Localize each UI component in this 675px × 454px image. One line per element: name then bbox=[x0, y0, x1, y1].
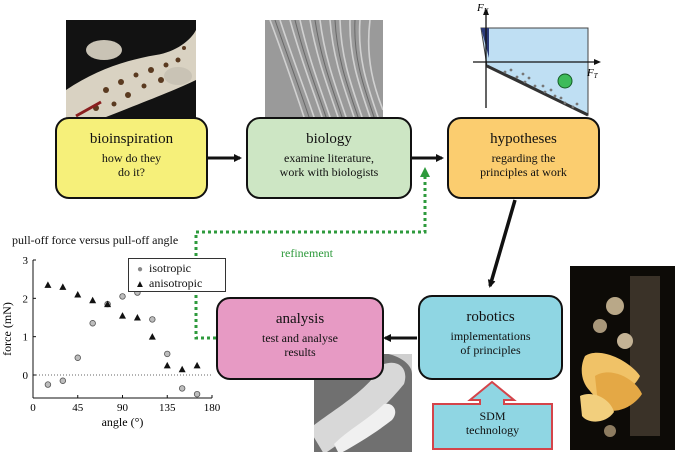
isotropic-point bbox=[59, 377, 67, 384]
arrow-hypotheses-to-robotics bbox=[487, 199, 517, 288]
anisotropic-point bbox=[59, 283, 67, 290]
x-tick-label: 0 bbox=[30, 402, 36, 414]
x-tick-label: 180 bbox=[204, 402, 221, 414]
robot-photo bbox=[570, 266, 675, 450]
anisotropic-point bbox=[163, 361, 171, 369]
refinement-label: refinement bbox=[281, 246, 333, 260]
robotics-title: robotics bbox=[466, 309, 515, 325]
biology-box: biology examine literature, work with bi… bbox=[246, 117, 412, 199]
analysis-title: analysis bbox=[275, 311, 325, 327]
sdm-line2: technology bbox=[465, 423, 520, 437]
x-tick-label: 90 bbox=[117, 402, 129, 414]
sdm-line1: SDM bbox=[479, 409, 506, 423]
bioinspiration-title: bioinspiration bbox=[89, 131, 174, 147]
sdm-block-arrow bbox=[432, 380, 553, 450]
sdm-label: SDM technology bbox=[433, 409, 552, 437]
force-wedge bbox=[481, 28, 489, 58]
isotropic-point bbox=[74, 354, 81, 361]
svg-text:FN: FN bbox=[476, 2, 489, 15]
anisotropic-point bbox=[119, 312, 126, 319]
hypotheses-line1: regarding the bbox=[491, 151, 556, 165]
biology-title: biology bbox=[306, 131, 352, 147]
robotics-line2: of principles bbox=[460, 343, 521, 357]
isotropic-point bbox=[119, 293, 126, 300]
bioinspiration-box: bioinspiration how do they do it? bbox=[55, 117, 208, 199]
anisotropic-point bbox=[148, 333, 156, 340]
isotropic-point bbox=[164, 350, 171, 358]
svg-text:FT: FT bbox=[586, 67, 599, 80]
setae-sem-image bbox=[265, 20, 383, 120]
analysis-line2: results bbox=[284, 345, 316, 359]
analysis-box: analysis test and analyse results bbox=[216, 297, 384, 380]
legend-anisotropic-label: anisotropic bbox=[149, 276, 203, 290]
anisotropic-point bbox=[44, 281, 52, 288]
x-tick-label: 45 bbox=[72, 402, 84, 414]
isotropic-point bbox=[193, 390, 201, 398]
biology-line2: work with biologists bbox=[279, 165, 379, 179]
force-point bbox=[557, 73, 573, 89]
isotropic-marker-icon: ● bbox=[136, 264, 144, 275]
isotropic-point bbox=[149, 316, 156, 323]
anisotropic-point bbox=[104, 300, 112, 308]
isotropic-point bbox=[89, 320, 96, 327]
anisotropic-point bbox=[178, 365, 186, 373]
gecko-photo bbox=[66, 20, 196, 121]
force-boundary bbox=[486, 64, 589, 117]
refinement-arrow bbox=[194, 167, 430, 340]
chart-legend: ● isotropic ▲ anisotropic bbox=[128, 258, 226, 292]
anisotropic-point bbox=[193, 361, 201, 369]
analysis-line1: test and analyse bbox=[262, 331, 338, 345]
isotropic-point bbox=[178, 385, 186, 392]
chart-title: pull-off force versus pull-off angle bbox=[12, 233, 179, 247]
y-tick-label: 2 bbox=[23, 293, 29, 305]
bioinspiration-line2: do it? bbox=[118, 165, 145, 179]
pull-off-chart: 0 45 90 135 180 0 1 2 3 angle (°) force (mN) bbox=[0, 255, 221, 429]
legend-isotropic: ● isotropic bbox=[135, 261, 219, 276]
legend-isotropic-label: isotropic bbox=[149, 261, 191, 275]
anisotropic-point bbox=[89, 296, 97, 304]
hypotheses-title: hypotheses bbox=[490, 131, 557, 147]
force-diagram: FN FT bbox=[473, 2, 601, 117]
y-tick-label: 3 bbox=[23, 255, 29, 267]
hypotheses-box: hypotheses regarding the principles at w… bbox=[447, 117, 600, 199]
anisotropic-marker-icon: ▲ bbox=[135, 279, 145, 290]
y-tick-label: 0 bbox=[23, 370, 29, 382]
anisotropic-point bbox=[133, 314, 141, 321]
y-axis-label: force (mN) bbox=[0, 302, 14, 356]
hypotheses-line2: principles at work bbox=[480, 165, 567, 179]
x-tick-label: 135 bbox=[159, 402, 176, 414]
robotics-line1: implementations bbox=[450, 329, 531, 343]
anisotropic-point bbox=[74, 291, 82, 298]
x-axis-label: angle (°) bbox=[102, 415, 144, 429]
bioinspiration-line1: how do they bbox=[101, 151, 162, 165]
isotropic-point bbox=[44, 381, 52, 388]
legend-anisotropic: ▲ anisotropic bbox=[135, 276, 219, 291]
biology-line1: examine literature, bbox=[284, 151, 374, 165]
y-tick-label: 1 bbox=[23, 332, 29, 344]
robotics-box: robotics implementations of principles bbox=[418, 295, 563, 380]
